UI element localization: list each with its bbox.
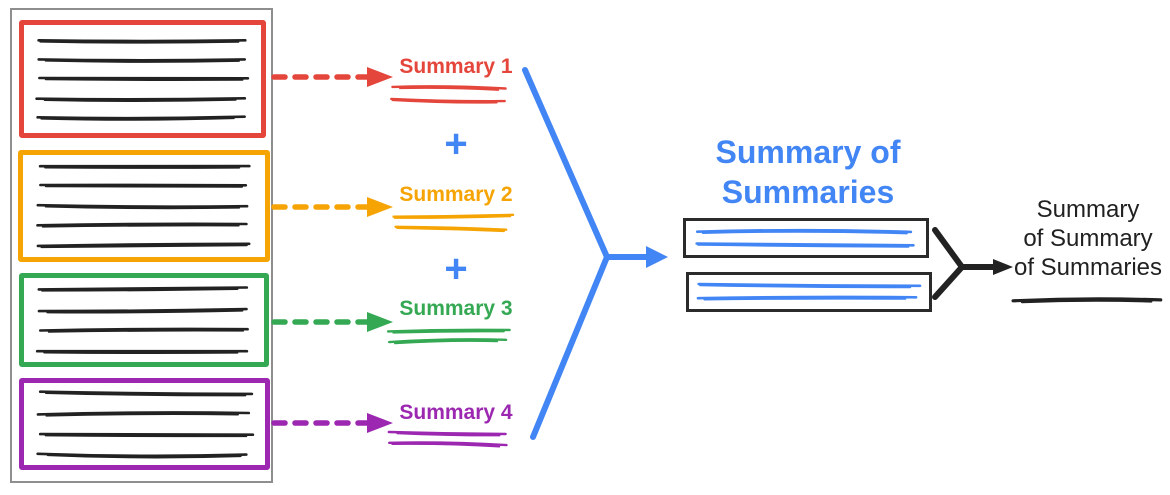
document-2-text-scribble: [36, 164, 251, 249]
document-3: [19, 273, 269, 367]
document-4-text-scribble: [36, 390, 255, 459]
plus-sign-2: +: [444, 247, 468, 291]
document-3-text-scribble: [35, 286, 249, 355]
summary-4-scribble: [387, 430, 508, 448]
document-1: [19, 20, 266, 138]
summary-of-summaries-box-2-scribble: [696, 282, 922, 301]
summary-of-summaries-box-1-scribble: [695, 228, 915, 248]
dashed-arrow-4-icon: [271, 413, 393, 433]
document-4: [19, 378, 270, 470]
dashed-arrow-2-icon: [271, 197, 393, 217]
dashed-arrow-1-icon: [271, 67, 393, 87]
summary-2-label: Summary 2: [399, 183, 513, 206]
document-1-text-scribble: [35, 39, 250, 121]
final-summary-scribble: [1011, 297, 1163, 304]
summary-3-label: Summary 3: [399, 297, 513, 320]
merge-arrow-icon: [522, 67, 668, 440]
summary-1-scribble: [390, 85, 507, 104]
summary-3-scribble: [386, 328, 511, 345]
summary-of-summaries-box-1: [683, 218, 929, 258]
plus-sign-1: +: [444, 122, 468, 166]
final-merge-arrow-icon: [932, 227, 1013, 300]
summary-of-summaries-title: Summary of Summaries: [715, 134, 901, 210]
summary-2-scribble: [392, 213, 515, 233]
summary-of-summaries-box-2: [686, 272, 932, 312]
dashed-arrow-3-icon: [271, 312, 393, 332]
summary-4-label: Summary 4: [399, 401, 513, 424]
document-2: [18, 150, 270, 262]
summary-1-label: Summary 1: [399, 55, 513, 78]
final-summary-label: Summary of Summary of Summaries: [1013, 196, 1163, 281]
